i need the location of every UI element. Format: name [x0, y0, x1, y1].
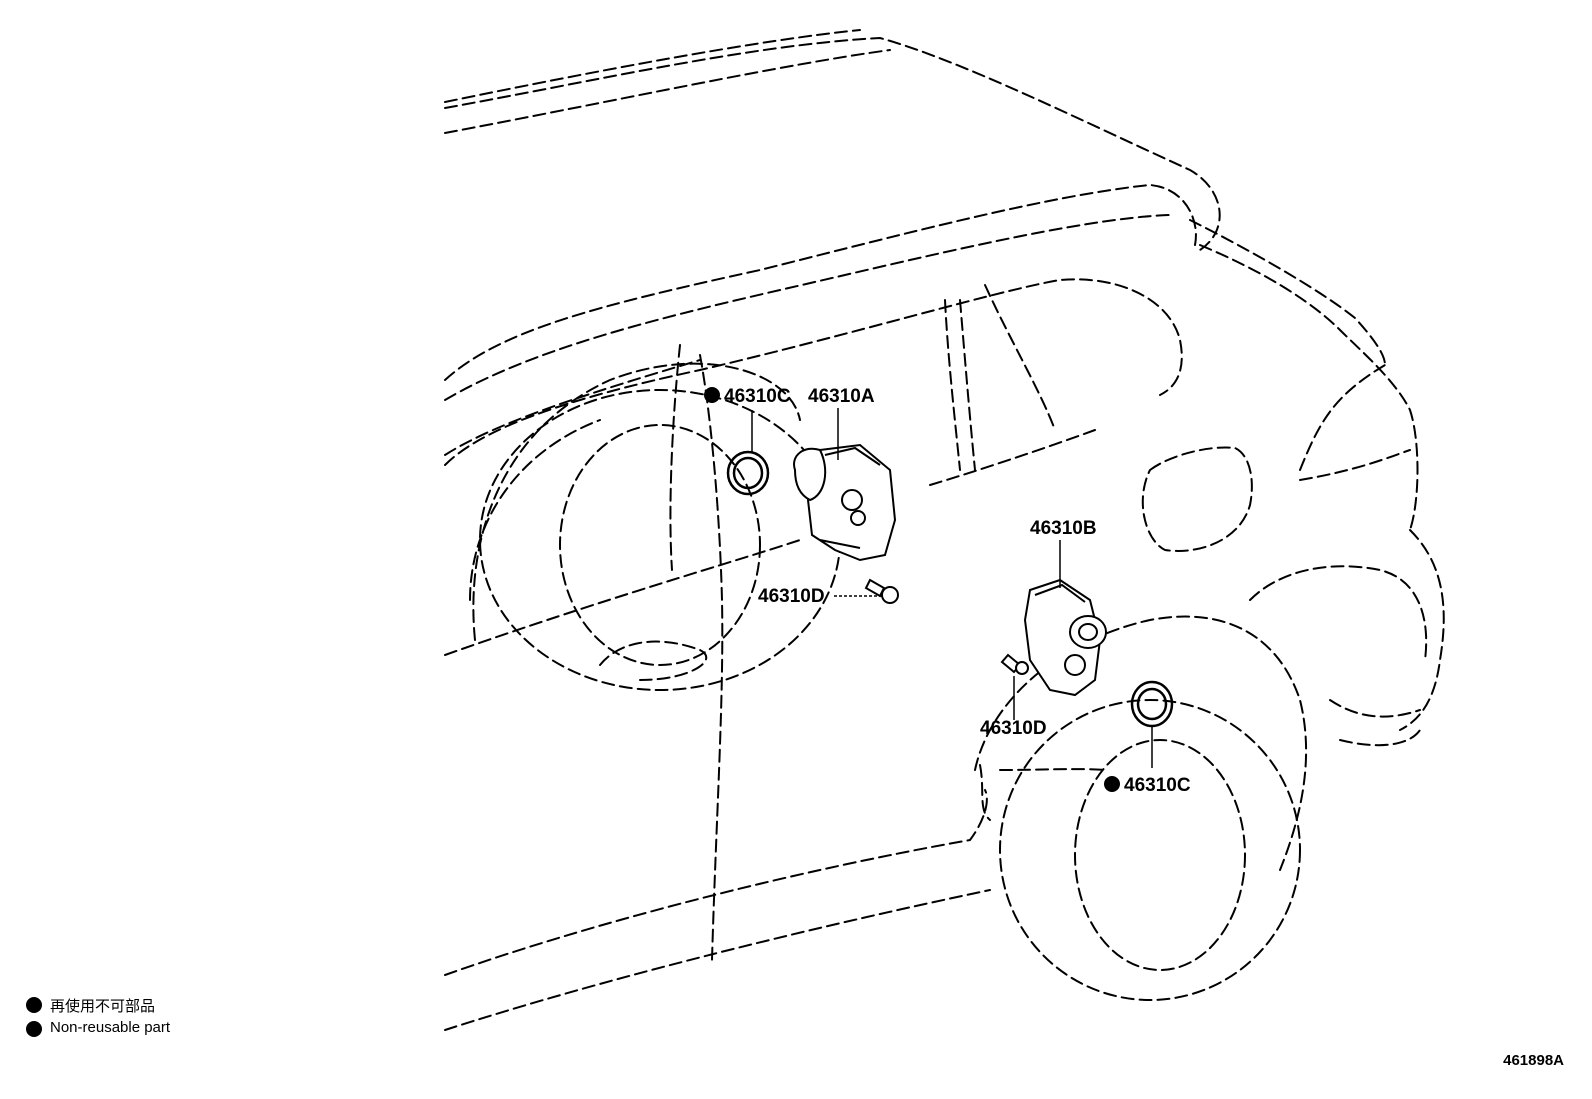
non-reusable-marker — [704, 387, 720, 403]
callout-46310A: 46310A — [808, 386, 875, 407]
bolt-rear — [1000, 653, 1029, 675]
o-ring-front — [726, 450, 770, 496]
bolt-front — [864, 578, 899, 604]
actuator-motor-rear — [1023, 578, 1107, 697]
callout-46310C-front: 46310C — [724, 386, 791, 407]
legend-dot — [26, 997, 42, 1013]
legend-dot — [26, 1021, 42, 1037]
vehicle-body-outline — [444, 29, 1445, 1031]
legend-label-english: Non-reusable part — [50, 1019, 171, 1036]
callout-46310C-rear: 46310C — [1124, 775, 1191, 796]
diagram-id: 461898A — [1503, 1052, 1564, 1069]
callout-46310D-rear: 46310D — [980, 718, 1047, 739]
leader-lines — [751, 408, 1153, 768]
callout-46310D-front: 46310D — [758, 586, 825, 607]
non-reusable-marker — [1104, 776, 1120, 792]
actuator-motor-front — [793, 443, 897, 562]
callout-46310B: 46310B — [1030, 518, 1097, 539]
o-ring-rear — [1130, 680, 1174, 728]
legend-label-japanese: 再使用不可部品 — [50, 998, 156, 1015]
